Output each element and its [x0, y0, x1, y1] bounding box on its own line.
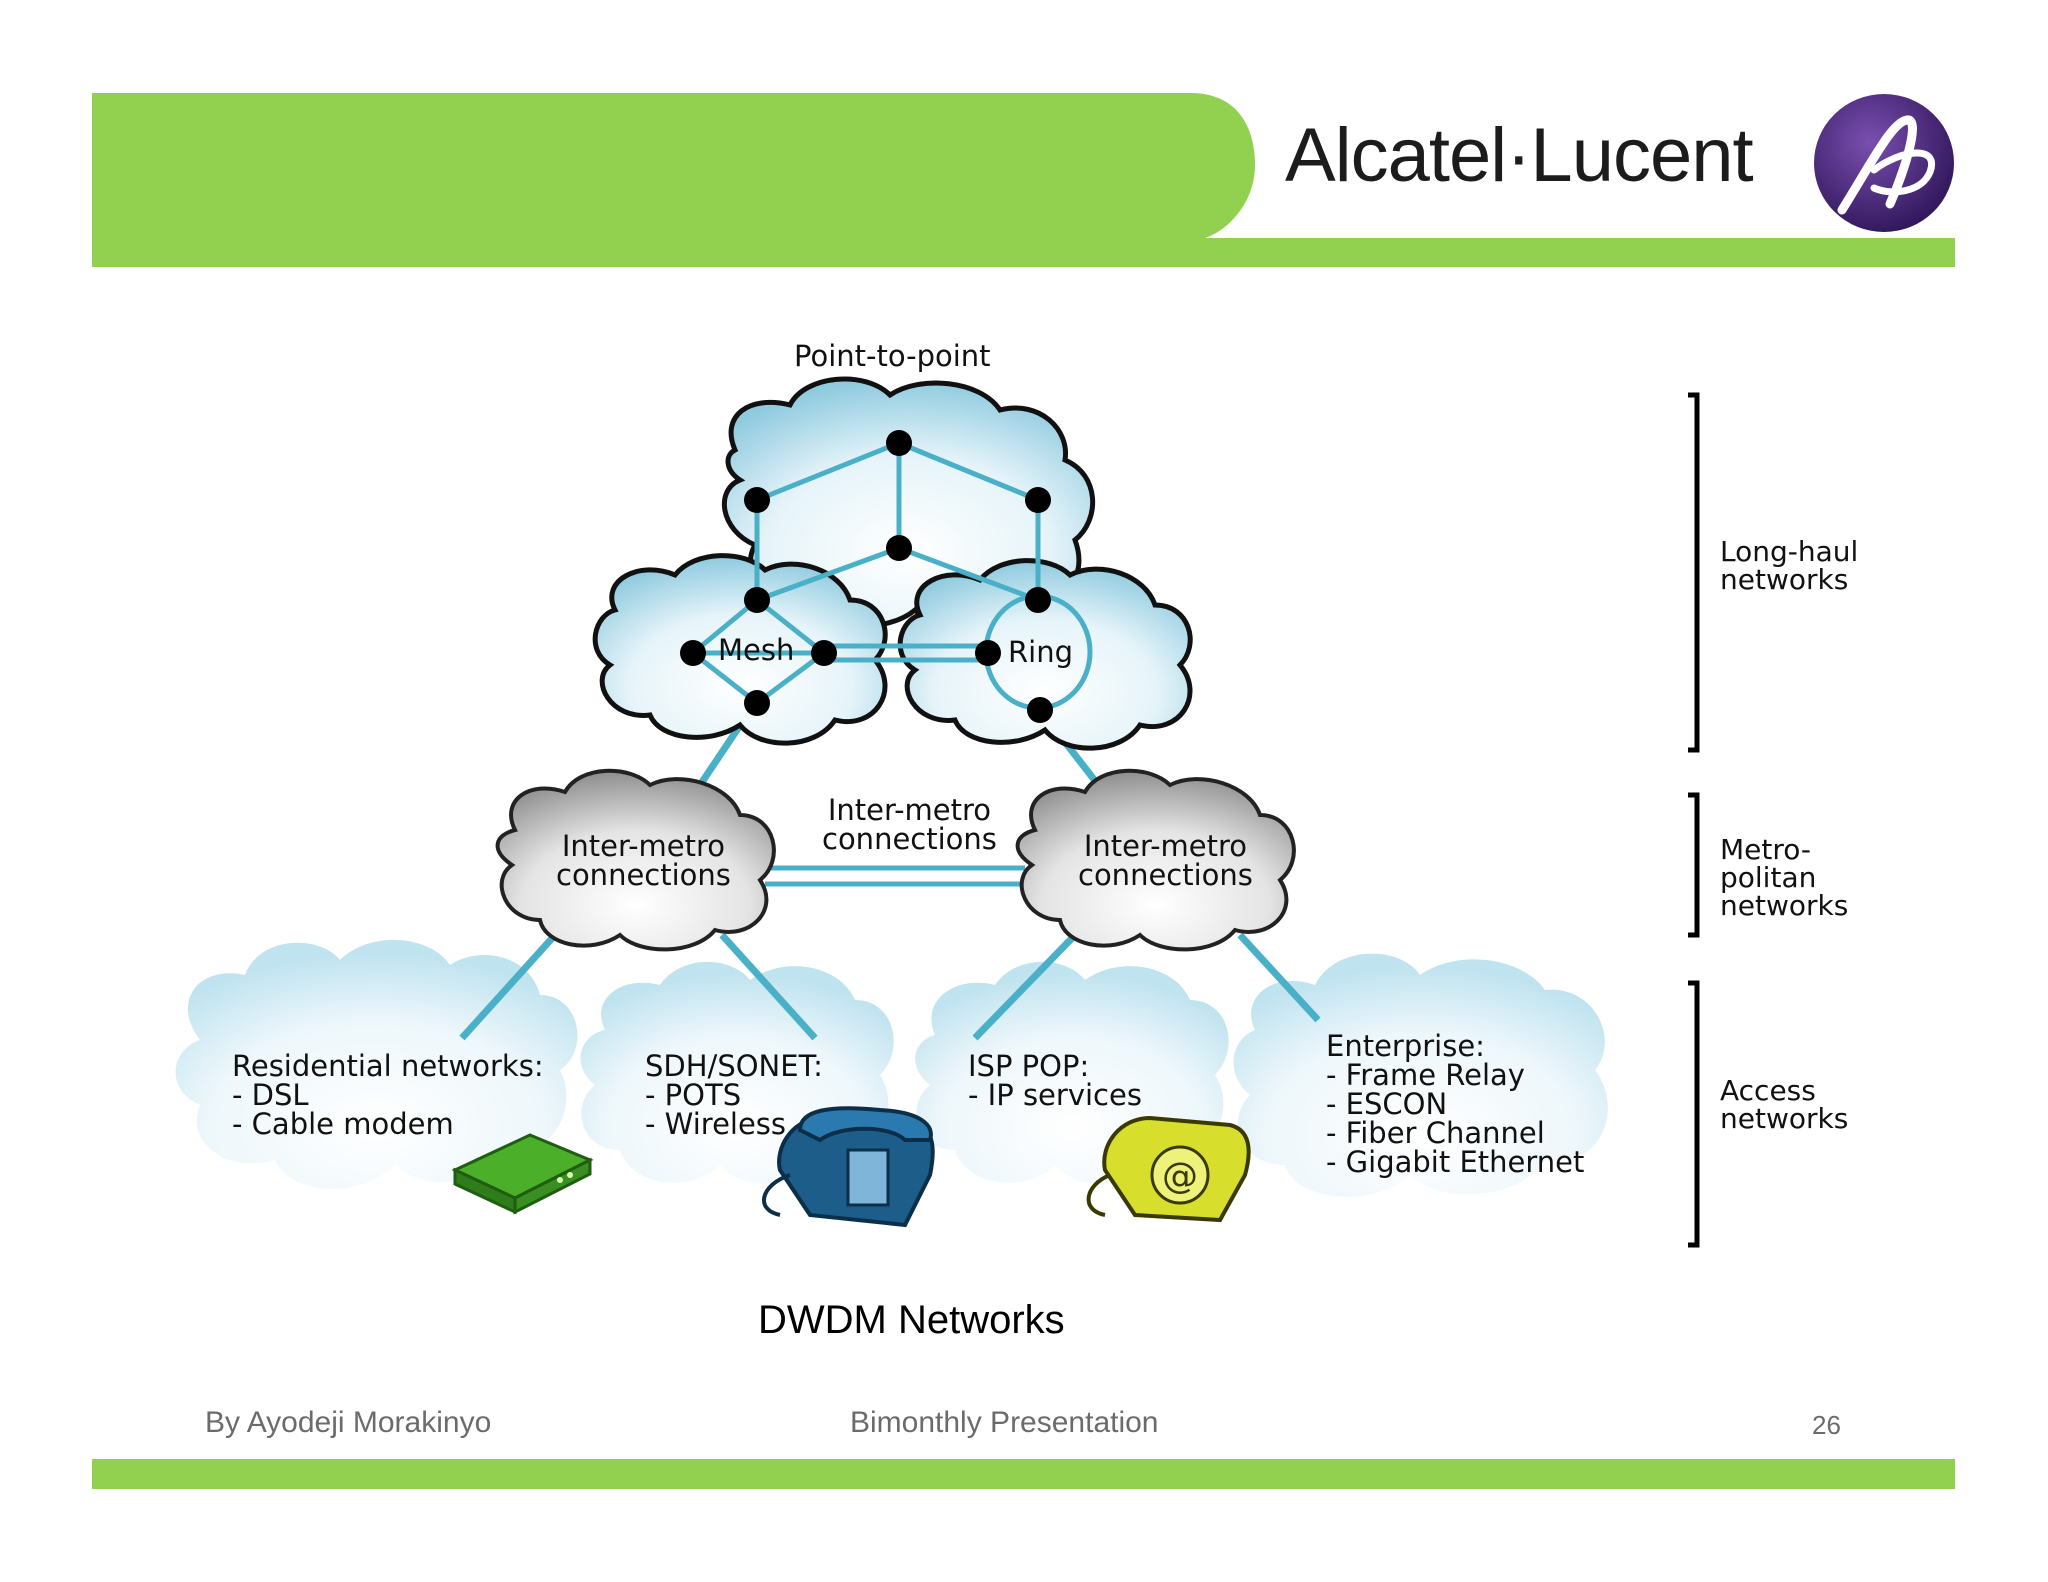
label-sdh-sonet: SDH/SONET: - POTS - Wireless — [645, 1049, 823, 1141]
label-metro-left: Inter-metro connections — [556, 829, 731, 892]
footer-author: By Ayodeji Morakinyo — [205, 1406, 492, 1439]
header-green-band — [92, 93, 1955, 267]
label-residential-networks: Residential networks: - DSL - Cable mode… — [232, 1049, 544, 1141]
footer-page-number: 26 — [1812, 1410, 1841, 1440]
slide-caption: DWDM Networks — [758, 1298, 1065, 1342]
internet-telephone-icon: @ — [1086, 1115, 1251, 1223]
label-metro-right: Inter-metro connections — [1078, 829, 1253, 892]
ring-cloud — [897, 558, 1193, 751]
label-access-networks: Access networks — [1720, 1074, 1849, 1135]
metro-cloud-left — [495, 768, 776, 952]
access-cloud-enterprise — [1233, 953, 1608, 1197]
mesh-cloud — [592, 553, 888, 746]
alcatel-lucent-logo-icon — [1814, 94, 1954, 232]
network-nodes — [680, 430, 1053, 723]
footer-green-band — [92, 1459, 1955, 1489]
metro-cloud-right — [1015, 768, 1296, 952]
label-point-to-point: Point-to-point — [794, 339, 991, 373]
label-mesh: Mesh — [718, 633, 795, 667]
access-links — [459, 932, 1321, 1041]
cable-modem-icon — [451, 1133, 594, 1215]
label-metropolitan-networks: Metro- politan networks — [1720, 833, 1849, 922]
label-inter-metro-connections: Inter-metro connections — [822, 793, 997, 856]
label-ring: Ring — [1008, 635, 1073, 669]
access-cloud-residential — [175, 939, 578, 1189]
telephone-icon — [762, 1106, 935, 1228]
footer-event: Bimonthly Presentation — [850, 1406, 1159, 1439]
svg-text:@: @ — [1162, 1156, 1198, 1197]
inter-metro-link — [765, 865, 1025, 887]
label-long-haul-networks: Long-haul networks — [1720, 535, 1859, 596]
label-enterprise: Enterprise: - Frame Relay - ESCON - Fibe… — [1326, 1029, 1585, 1179]
label-isp-pop: ISP POP: - IP services — [968, 1049, 1142, 1112]
tier-brackets — [1688, 392, 1700, 1248]
brand-name: Alcatel·Lucent — [1285, 113, 1754, 198]
